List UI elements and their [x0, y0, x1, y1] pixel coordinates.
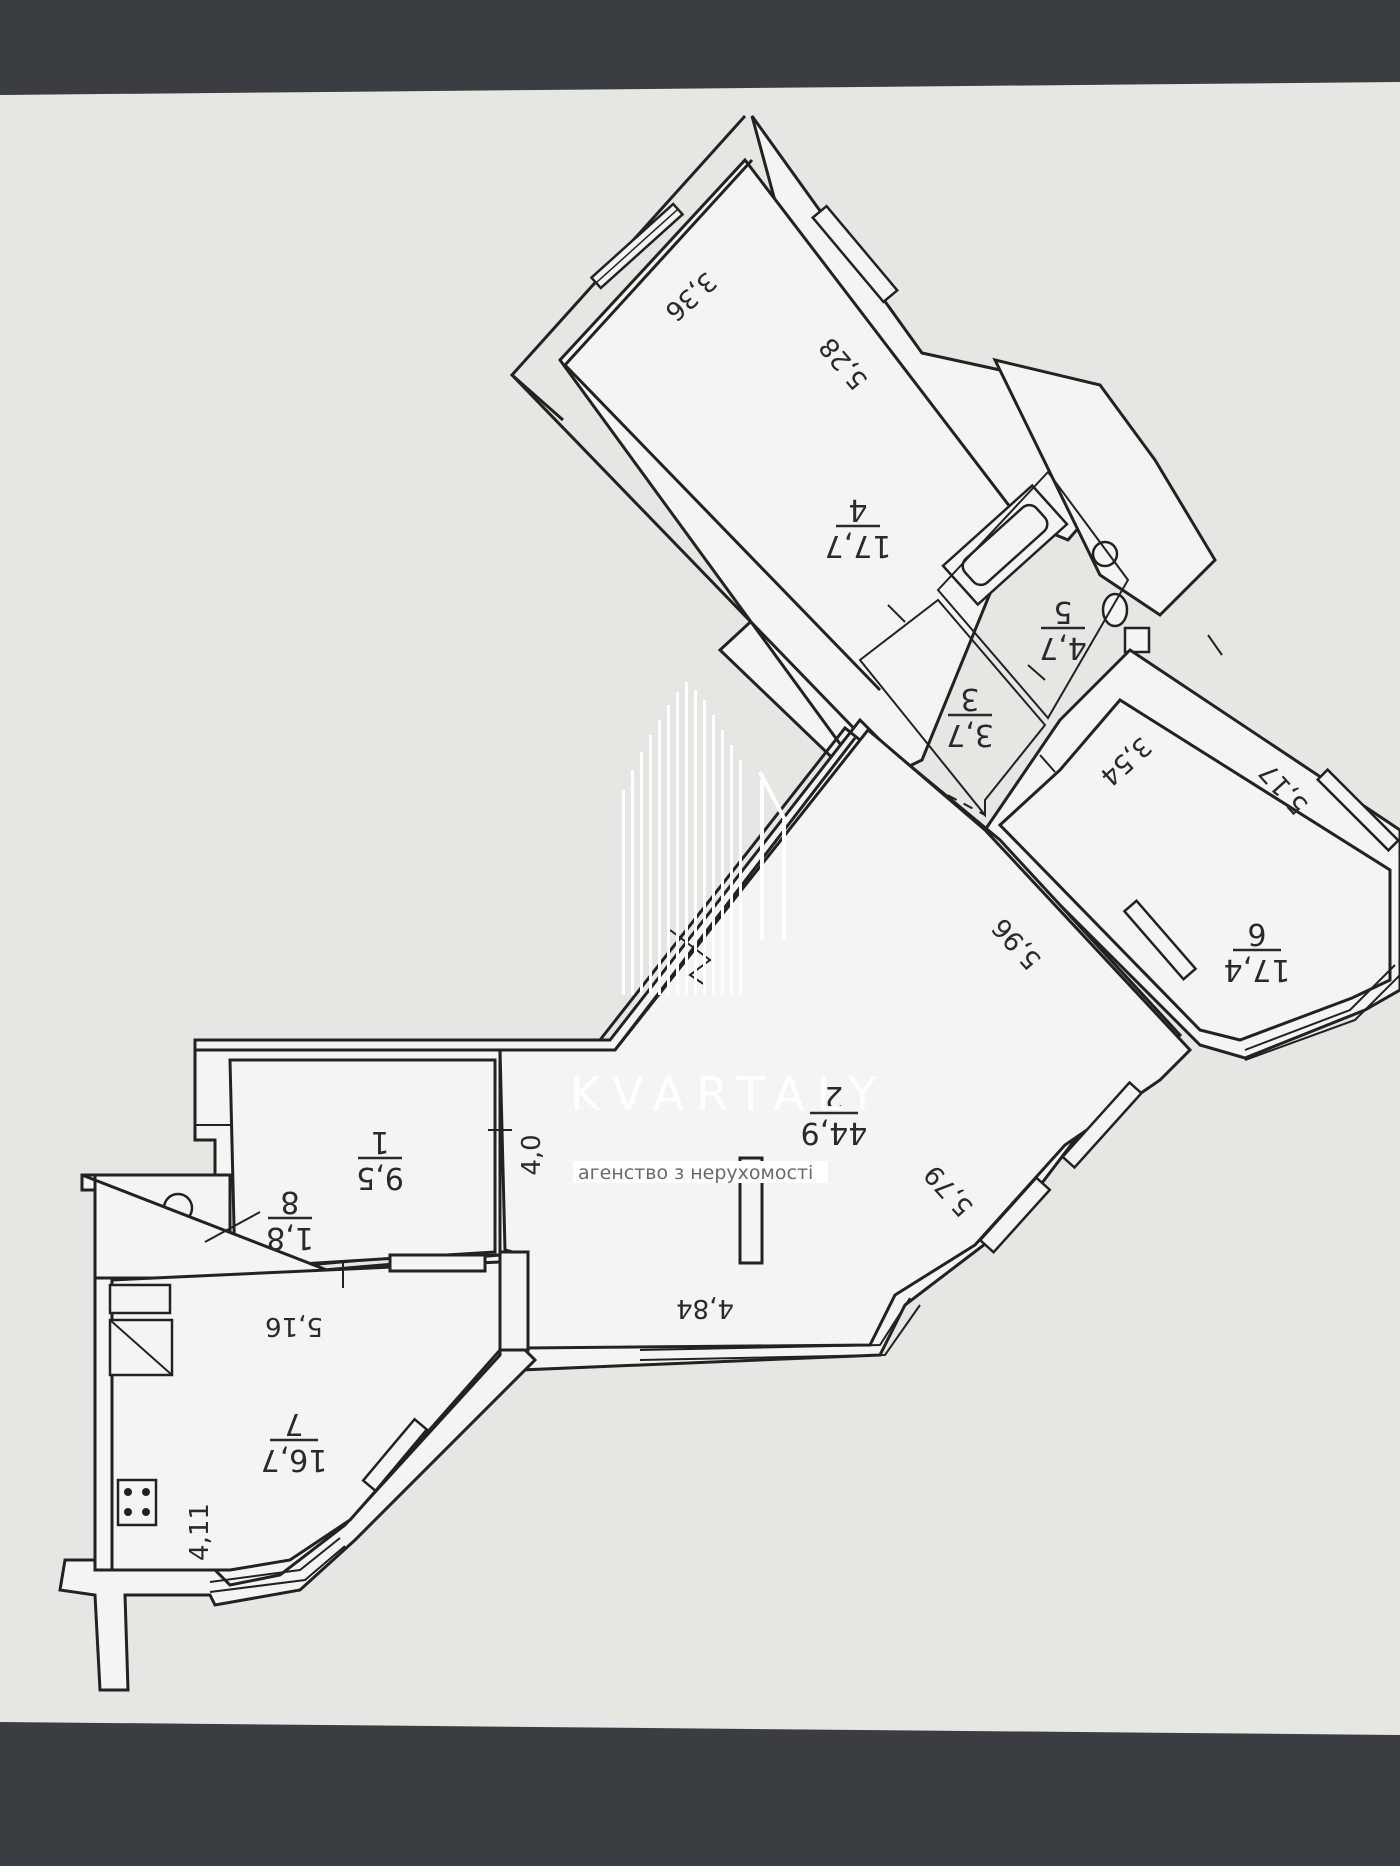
room-7-label: 16,7 7 [261, 1406, 328, 1477]
room-3-area: 3,7 [946, 717, 994, 752]
room-3-number: 3 [960, 681, 979, 716]
room-7-number: 7 [284, 1406, 303, 1441]
room-5-area: 4,7 [1039, 630, 1087, 665]
room-2-window-3 [639, 1297, 921, 1361]
dimension-4-0: 4,0 [517, 1134, 547, 1175]
room-2-number: 2 [824, 1079, 843, 1114]
room-7-window-1 [361, 1417, 429, 1493]
room-6-window-3 [1244, 964, 1400, 1061]
bath-interior [961, 503, 1049, 587]
room-4-window-2 [810, 204, 900, 304]
brand-name: KVARTALY [570, 1067, 888, 1121]
room-8-leader-line [204, 1211, 261, 1243]
dimension-4-84: 4,84 [676, 1293, 734, 1323]
room-1-number: 1 [370, 1124, 389, 1159]
room-3-outline [858, 598, 1047, 818]
room-3-label: 3,7 3 [946, 681, 994, 752]
room-8-label: 1,8 8 [266, 1184, 314, 1255]
room-7-area: 16,7 [261, 1442, 328, 1477]
room-3-door [899, 769, 986, 816]
room-4-label: 17,7 4 [825, 492, 892, 563]
room-2-partition-upper [613, 737, 857, 1051]
room-8-number: 8 [280, 1184, 299, 1219]
room-7-window-2 [209, 1537, 346, 1593]
room-6-window-1 [1315, 767, 1400, 853]
room-5-outline [936, 470, 1130, 720]
room-6-label: 17,4 6 [1224, 916, 1291, 987]
room-5-number: 5 [1053, 594, 1072, 629]
brand-tagline: агенство з нерухомості [578, 1162, 813, 1184]
bath-sink-icon [1091, 540, 1119, 568]
kvartaly-logo-bars-icon [622, 682, 788, 995]
room-8-area: 1,8 [266, 1220, 314, 1255]
bath-toilet-icon [1101, 592, 1129, 628]
room-2-area: 44,9 [801, 1115, 868, 1150]
room-1-label: 9,5 1 [356, 1124, 404, 1195]
room-4-window-1 [589, 202, 685, 290]
balcony-top [992, 357, 1217, 617]
room-4-wall-bottom-inner [563, 363, 882, 692]
floor-plan: 17,7 4 4,7 5 3,7 3 17,4 6 44,9 2 9,5 1 [58, 114, 1400, 1692]
kvartaly-watermark: KVARTALY агенство з нерухомості [570, 682, 888, 1184]
kitchen-sink-diagonal [109, 1319, 173, 1376]
stove-burners-icon [124, 1488, 150, 1516]
room-2-column [738, 1156, 764, 1265]
room-7-door-jamb [388, 1253, 487, 1273]
room-2-arch [669, 929, 712, 986]
room-2-label: 44,9 2 [801, 1079, 868, 1150]
dimension-5-16: 5,16 [265, 1311, 323, 1341]
room-2-window-2 [1060, 1080, 1144, 1170]
room-4-number: 4 [848, 492, 867, 527]
kitchen-stove [116, 1478, 158, 1527]
room-1-area: 9,5 [356, 1160, 404, 1195]
room-2-partition-upper-2 [598, 725, 861, 1041]
room-6-floor [997, 698, 1392, 1042]
kitchen-fridge [108, 1283, 172, 1315]
corridor-pillar [498, 1250, 530, 1352]
bath-cabinet [1123, 626, 1151, 654]
room-6-number: 6 [1247, 916, 1266, 951]
room-4-wall-left-inner [563, 158, 754, 367]
room-6-area: 17,4 [1224, 952, 1291, 987]
room-1-floor [228, 1058, 497, 1270]
room-6-window-2 [1122, 899, 1198, 981]
dimension-4-11: 4,11 [185, 1503, 215, 1561]
room-2-window-1 [978, 1176, 1052, 1254]
room-5-label: 4,7 5 [1039, 594, 1087, 665]
tagline-background [573, 1161, 828, 1183]
wall-ticks [195, 604, 1223, 1288]
room-4-area: 17,7 [825, 528, 892, 563]
